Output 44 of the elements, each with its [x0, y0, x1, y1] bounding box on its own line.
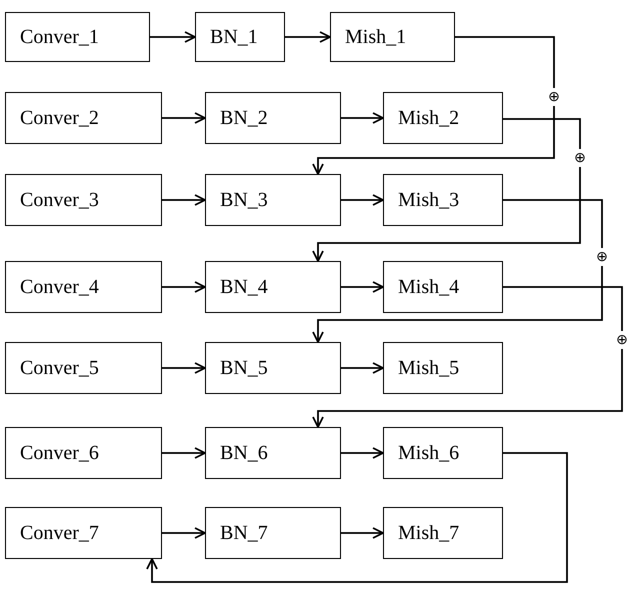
process-box: BN_5	[205, 342, 341, 394]
arrow	[150, 31, 196, 43]
arrow	[162, 281, 206, 293]
process-box: BN_2	[205, 92, 341, 144]
arrow	[341, 447, 384, 459]
arrow	[341, 281, 384, 293]
arrow	[312, 349, 623, 428]
connector-line	[503, 286, 623, 331]
arrow	[341, 194, 384, 206]
arrow	[341, 527, 384, 539]
connector-line	[503, 199, 603, 248]
connector-line	[503, 118, 581, 149]
process-box: Mish_2	[383, 92, 503, 144]
connector-line	[455, 36, 555, 88]
process-box: Mish_5	[383, 342, 503, 394]
process-box: BN_3	[205, 174, 341, 226]
process-box: Mish_7	[383, 507, 503, 559]
process-box: Mish_3	[383, 174, 503, 226]
arrow	[162, 527, 206, 539]
arrow	[312, 167, 581, 262]
arrow	[162, 112, 206, 124]
arrow	[285, 31, 331, 43]
arrow	[341, 112, 384, 124]
arrow	[312, 266, 603, 343]
process-box: Mish_1	[330, 12, 455, 62]
arrow	[162, 194, 206, 206]
arrow	[312, 106, 555, 175]
process-box: BN_1	[195, 12, 285, 62]
process-box: Conver_2	[5, 92, 162, 144]
process-box: Conver_5	[5, 342, 162, 394]
process-box: BN_4	[205, 261, 341, 313]
process-box: Conver_4	[5, 261, 162, 313]
process-box: Mish_4	[383, 261, 503, 313]
arrow	[146, 452, 568, 583]
process-box: BN_7	[205, 507, 341, 559]
process-box: BN_6	[205, 427, 341, 479]
process-box: Conver_7	[5, 507, 162, 559]
arrow	[162, 362, 206, 374]
process-box: Mish_6	[383, 427, 503, 479]
process-box: Conver_3	[5, 174, 162, 226]
process-box: Conver_6	[5, 427, 162, 479]
arrow	[162, 447, 206, 459]
process-box: Conver_1	[5, 12, 150, 62]
arrow	[341, 362, 384, 374]
